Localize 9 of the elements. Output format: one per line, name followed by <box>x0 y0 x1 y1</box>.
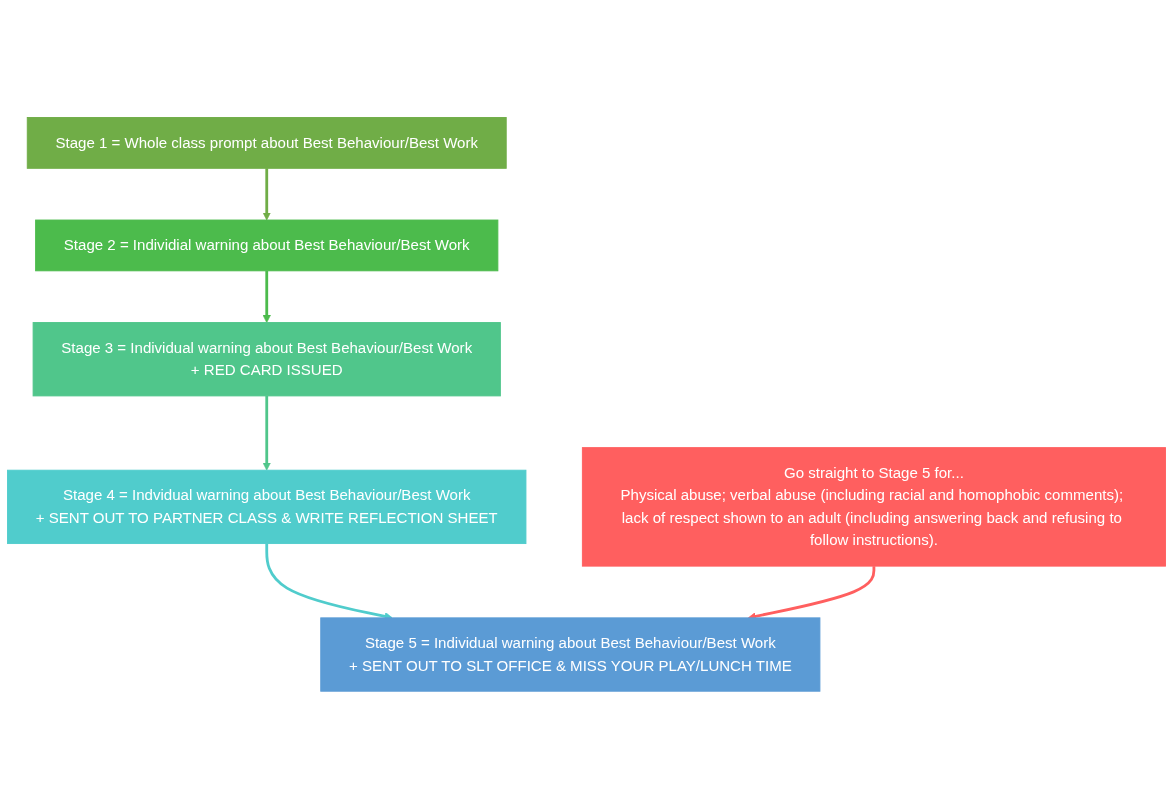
arrow <box>262 395 271 471</box>
node-box: Stage 5 = Individual warning about Best Behaviour/Best Work + SENT OUT TO SLT OFFICE & MISS YOUR PLAY/LUNCH TIME <box>320 617 821 692</box>
node-box: Stage 3 = Individual warning about Best Behaviour/Best Work + RED CARD ISSUED <box>32 321 501 396</box>
node-box: Stage 2 = Individial warning about Best Behaviour/Best Work <box>35 219 499 271</box>
node-box: Go straight to Stage 5 for... Physical abuse; verbal abuse (including racial and homophobic comments); lack of respect shown to an adult (including answering back and refusing to follow instructions). <box>581 446 1166 567</box>
node-box: Stage 4 = Indvidual warning about Best Behaviour/Best Work + SENT OUT TO PARTNER CLASS & WRITE REFLECTION SHEET <box>7 469 527 544</box>
arrow <box>262 167 271 221</box>
node-box: Stage 1 = Whole class prompt about Best Behaviour/Best Work <box>26 116 507 169</box>
arrow <box>262 270 271 323</box>
